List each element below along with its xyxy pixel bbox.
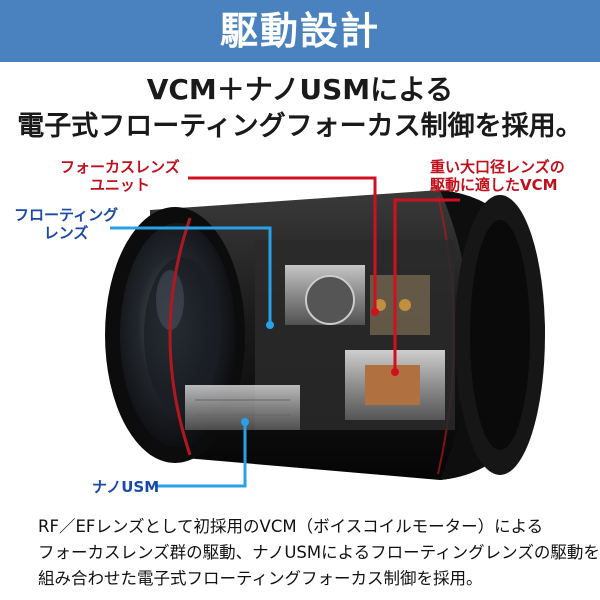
description-line-2: フォーカスレンズ群の駆動、ナノUSMによるフローティングレンズの駆動を (38, 543, 600, 562)
label-vcm: 重い大口径レンズの 駆動に適したVCM (430, 158, 565, 194)
cutaway-internals (185, 240, 455, 430)
headline-line-2: 電子式フローティングフォーカス制御を採用。 (17, 111, 583, 142)
label-floating-lens: フローティング レンズ (14, 206, 119, 242)
front-red-ring (168, 217, 192, 456)
headline-line-1: VCM＋ナノUSMによる (146, 73, 454, 106)
description-line-3: 組み合わせた電子式フローティングフォーカス制御を採用。 (38, 569, 483, 588)
header-title: 駆動設計 (219, 9, 380, 53)
label-nano-usm: ナノUSM (92, 478, 160, 496)
label-focus-lens-unit: フォーカスレンズ ユニット (60, 158, 180, 194)
lens-cutaway-illustration (105, 176, 545, 488)
leader-lines-blue (110, 226, 274, 488)
description: RF／EFレンズとして初採用のVCM（ボイスコイルモーター）による フォーカスレ… (38, 514, 600, 592)
leader-lines-red (188, 176, 460, 376)
header-banner: 駆動設計 (0, 0, 600, 62)
description-line-1: RF／EFレンズとして初採用のVCM（ボイスコイルモーター）による (38, 517, 544, 536)
